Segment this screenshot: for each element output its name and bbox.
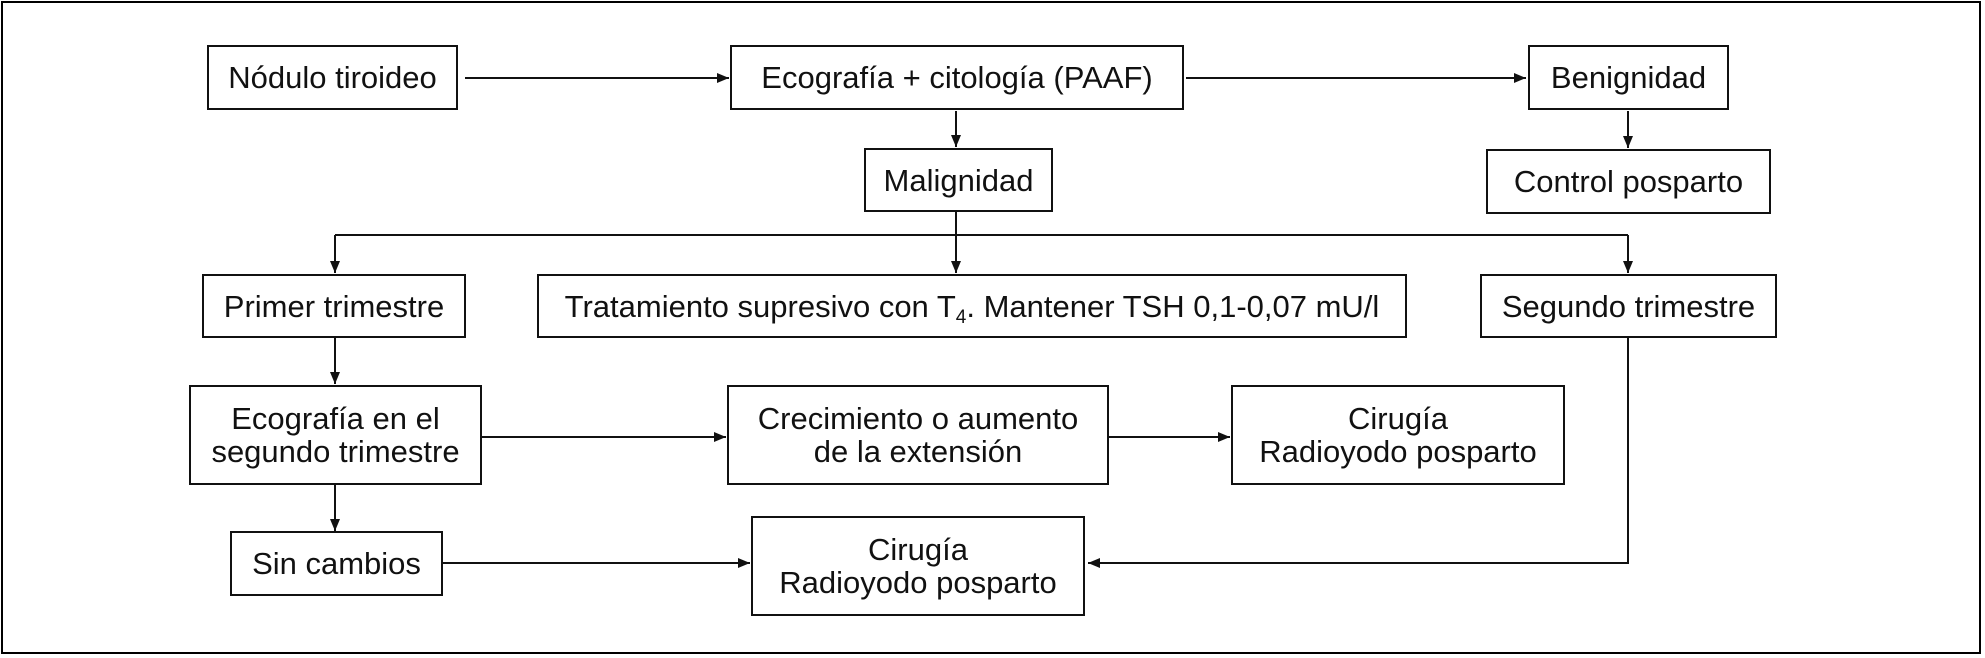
node-sin-cambios: Sin cambios (230, 531, 443, 596)
node-crecimiento: Crecimiento o aumento de la extensión (727, 385, 1109, 485)
node-cirugia-radioyodo-1: Cirugía Radioyodo posparto (1231, 385, 1565, 485)
node-label-line: Radioyodo posparto (779, 565, 1057, 600)
node-benignidad: Benignidad (1528, 45, 1729, 110)
node-nodulo-tiroideo: Nódulo tiroideo (207, 45, 458, 110)
node-label-line: Ecografía en el (231, 401, 440, 436)
node-label-part: . Mantener TSH 0,1-0,07 mU/l (966, 288, 1380, 324)
node-label: Ecografía + citología (PAAF) (761, 60, 1153, 95)
node-label: Benignidad (1550, 60, 1707, 95)
node-label: Segundo trimestre (1501, 288, 1756, 324)
node-label-line: segundo trimestre (211, 434, 460, 469)
node-label-line: Cirugía (868, 532, 968, 567)
node-ecografia-segundo-trimestre: Ecografía en el segundo trimestre (189, 385, 482, 485)
node-malignidad: Malignidad (864, 148, 1053, 212)
node-label-line: Crecimiento o aumento (757, 401, 1079, 436)
node-label: Sin cambios (252, 546, 421, 581)
node-cirugia-radioyodo-2: Cirugía Radioyodo posparto (751, 516, 1085, 616)
node-label: Tratamiento supresivo con T4. Mantener T… (564, 288, 1380, 327)
node-label-line: de la extensión (813, 434, 1023, 469)
node-label: Malignidad (883, 162, 1034, 198)
node-tratamiento-supresivo: Tratamiento supresivo con T4. Mantener T… (537, 274, 1407, 338)
node-primer-trimestre: Primer trimestre (202, 274, 466, 338)
node-segundo-trimestre: Segundo trimestre (1480, 274, 1777, 338)
node-label-line: Cirugía (1348, 401, 1448, 436)
node-label-part: Tratamiento supresivo con T (564, 288, 956, 324)
node-label: Primer trimestre (223, 288, 445, 324)
node-control-posparto: Control posparto (1486, 149, 1771, 214)
node-ecografia-citologia: Ecografía + citología (PAAF) (730, 45, 1184, 110)
node-label: Control posparto (1513, 164, 1744, 199)
node-label-line: Radioyodo posparto (1259, 434, 1537, 469)
arrow-segundo-to-cirugia (1088, 338, 1629, 568)
node-label: Nódulo tiroideo (228, 60, 437, 95)
node-label-subscript: 4 (955, 306, 967, 328)
